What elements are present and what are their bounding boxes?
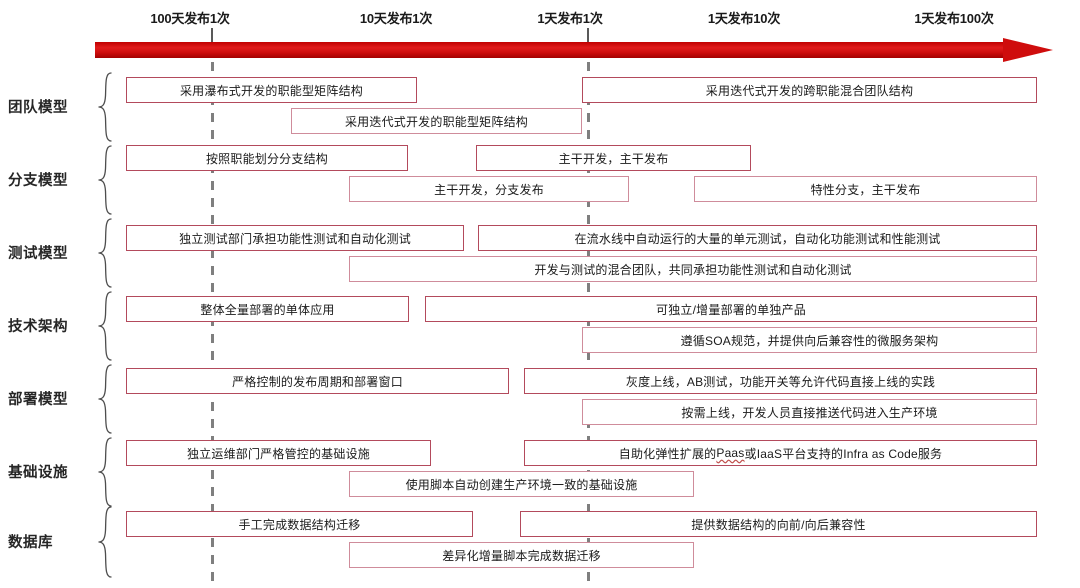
axis-tick-label: 1天发布1次 <box>537 11 603 26</box>
arrow-shaft <box>95 42 1015 58</box>
row-label-0: 团队模型 <box>8 100 68 116</box>
practice-box[interactable]: 独立测试部门承担功能性测试和自动化测试 <box>126 225 464 251</box>
row-label-3: 技术架构 <box>8 319 68 335</box>
axis-tick-label: 100天发布1次 <box>150 11 230 26</box>
practice-box[interactable]: 使用脚本自动创建生产环境一致的基础设施 <box>349 471 694 497</box>
practice-box[interactable]: 按照职能划分分支结构 <box>126 145 408 171</box>
practice-box[interactable]: 采用迭代式开发的职能型矩阵结构 <box>291 108 582 134</box>
row-label-1: 分支模型 <box>8 173 68 189</box>
axis-tick-mark <box>587 28 589 42</box>
practice-box[interactable]: 遵循SOA规范，并提供向后兼容性的微服务架构 <box>582 327 1037 353</box>
arrow-head-icon <box>1003 38 1053 62</box>
practice-box[interactable]: 采用瀑布式开发的职能型矩阵结构 <box>126 77 417 103</box>
practice-box[interactable]: 手工完成数据结构迁移 <box>126 511 473 537</box>
maturity-arrow <box>95 38 1055 62</box>
axis-tick-label: 1天发布10次 <box>707 11 781 26</box>
row-brace-6 <box>97 506 113 578</box>
practice-box[interactable]: 独立运维部门严格管控的基础设施 <box>126 440 431 466</box>
vertical-guide-line <box>211 62 214 586</box>
vertical-guide-line <box>587 62 590 586</box>
practice-box[interactable]: 特性分支，主干发布 <box>694 176 1037 202</box>
practice-box[interactable]: 在流水线中自动运行的大量的单元测试，自动化功能测试和性能测试 <box>478 225 1037 251</box>
row-label-4: 部署模型 <box>8 392 68 408</box>
row-brace-1 <box>97 145 113 215</box>
row-brace-3 <box>97 291 113 361</box>
axis-tick-label: 10天发布1次 <box>359 11 433 26</box>
practice-box[interactable]: 主干开发，分支发布 <box>349 176 629 202</box>
row-label-6: 数据库 <box>8 535 53 551</box>
practice-box[interactable]: 提供数据结构的向前/向后兼容性 <box>520 511 1037 537</box>
row-label-2: 测试模型 <box>8 246 68 262</box>
practice-box[interactable]: 按需上线，开发人员直接推送代码进入生产环境 <box>582 399 1037 425</box>
row-brace-4 <box>97 364 113 434</box>
practice-box[interactable]: 可独立/增量部署的单独产品 <box>425 296 1037 322</box>
row-label-5: 基础设施 <box>8 465 68 481</box>
row-brace-0 <box>97 72 113 142</box>
spellcheck-squiggle: Paas <box>716 446 745 460</box>
practice-box[interactable]: 整体全量部署的单体应用 <box>126 296 409 322</box>
practice-box[interactable]: 灰度上线，AB测试，功能开关等允许代码直接上线的实践 <box>524 368 1037 394</box>
row-brace-5 <box>97 437 113 507</box>
practice-box[interactable]: 采用迭代式开发的跨职能混合团队结构 <box>582 77 1037 103</box>
row-brace-2 <box>97 218 113 288</box>
practice-box[interactable]: 主干开发，主干发布 <box>476 145 751 171</box>
axis-tick-label: 1天发布100次 <box>914 11 994 26</box>
axis-tick-mark <box>211 28 213 42</box>
practice-box[interactable]: 差异化增量脚本完成数据迁移 <box>349 542 694 568</box>
practice-box[interactable]: 开发与测试的混合团队，共同承担功能性测试和自动化测试 <box>349 256 1037 282</box>
practice-box[interactable]: 严格控制的发布周期和部署窗口 <box>126 368 509 394</box>
